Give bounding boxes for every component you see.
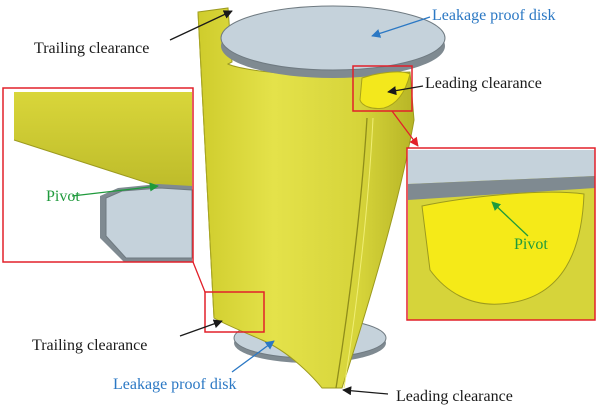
arrow-leak-top [371,16,431,38]
leading-clearance-pivot [359,71,411,109]
left-inset [2,87,194,263]
label-trailing-clearance-bottom: Trailing clearance [32,337,148,354]
right-inset [406,147,596,321]
right-zoom-connector [391,110,419,147]
arrow-pivot-left [71,182,159,197]
arrow-leading-bottom [342,386,389,396]
label-leakage-disk-top: Leakage proof disk [432,7,556,24]
left-zoom-connector [192,261,206,293]
arrow-trailing-top [169,10,233,41]
trailing-callout-box [204,291,265,333]
label-pivot-left: Pivot [46,188,80,205]
label-leading-clearance-top: Leading clearance [425,75,542,92]
arrow-leading-top [387,85,424,96]
label-leading-clearance-bottom: Leading clearance [396,388,513,405]
label-leakage-disk-bottom: Leakage proof disk [113,376,237,393]
label-pivot-right: Pivot [514,236,548,253]
arrow-trailing-bottom [179,319,223,337]
arrow-leak-bottom [231,340,275,373]
label-trailing-clearance-top: Trailing clearance [34,40,150,57]
arrow-pivot-right [491,201,529,237]
